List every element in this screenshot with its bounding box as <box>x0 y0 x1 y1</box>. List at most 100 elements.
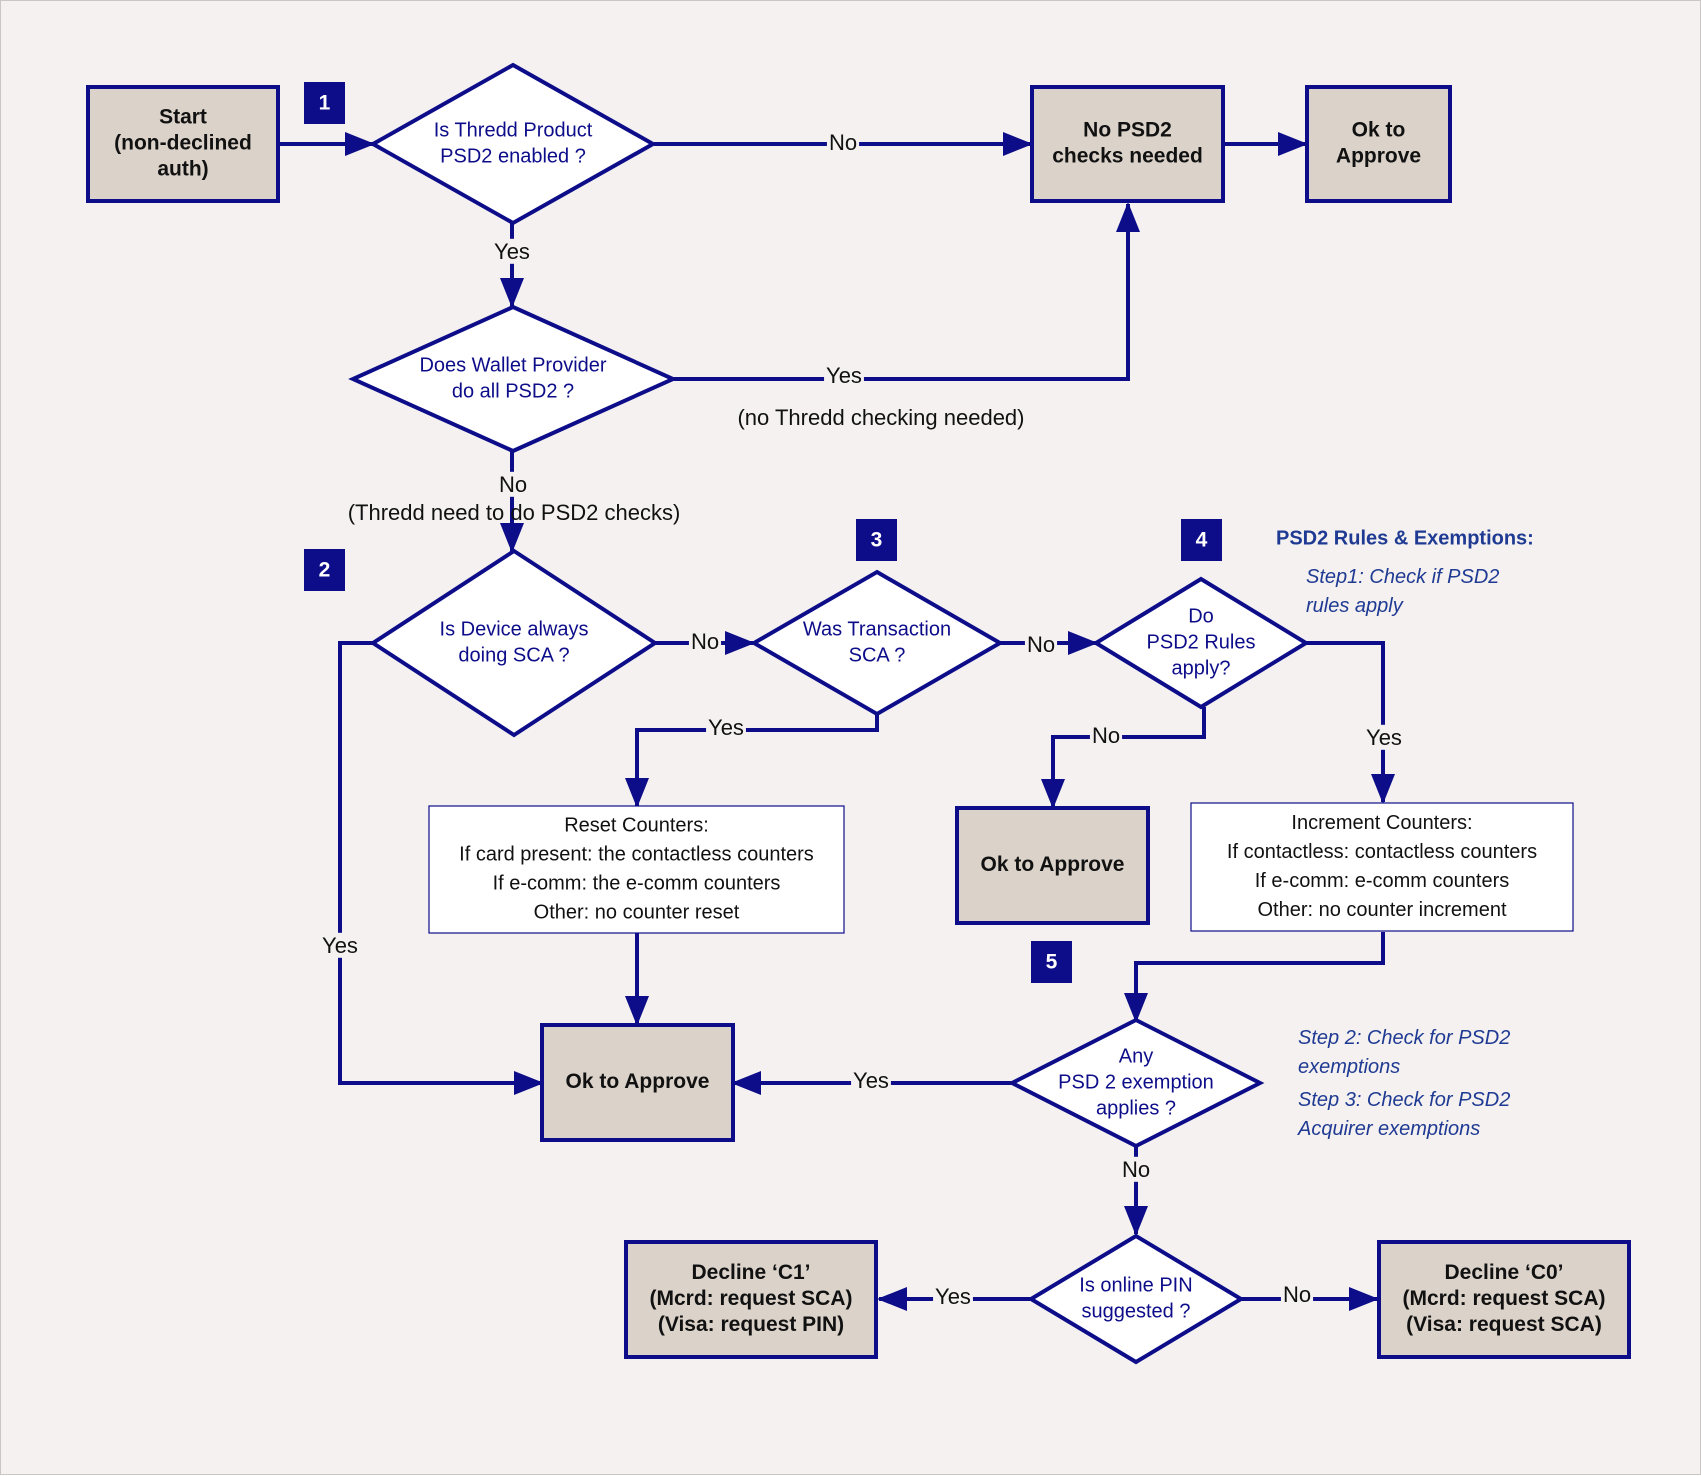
reset-counters-box-text-line: Reset Counters: <box>564 814 709 836</box>
edge-increment-to-q5 <box>1124 932 1385 1023</box>
label-wallet-no-note-group: (Thredd need to do PSD2 checks) <box>348 500 681 525</box>
step1-note: Step1: Check if PSD2 rules apply <box>1306 566 1499 617</box>
label-q1-yes-group: Yes <box>492 238 532 264</box>
step1-note-line: rules apply <box>1306 595 1404 617</box>
decline-c1-box-text-line: (Mcrd: request SCA) <box>649 1287 852 1310</box>
step-badge-1: 1 <box>304 82 345 124</box>
ok-to-approve-top-box-shape <box>1305 85 1452 203</box>
transaction-sca-decision-text-line: SCA ? <box>849 644 906 666</box>
step-badge-5-number: 5 <box>1046 951 1058 974</box>
ok-to-approve-main-box-shape <box>540 1023 735 1142</box>
step-badge-4-number: 4 <box>1196 529 1208 552</box>
decline-c0-box: Decline ‘C0’ (Mcrd: request SCA) (Visa: re… <box>1377 1240 1631 1359</box>
increment-counters-box-text: Increment Counters:If contactless: conta… <box>1227 812 1537 921</box>
ok-to-approve-mid-box-text-line: Ok to Approve <box>981 853 1125 876</box>
device-sca-decision-text-line: Is Device always <box>440 618 589 640</box>
increment-counters-box-text-line: If contactless: contactless counters <box>1227 841 1537 863</box>
label-q1-yes-background <box>492 238 532 264</box>
label-q3-yes: Yes <box>708 715 744 740</box>
label-q1-no: No <box>829 130 857 155</box>
ok-to-approve-top-box-text-line: Approve <box>1336 145 1421 168</box>
label-q4-yes-background <box>1364 724 1404 750</box>
step2-note-line: exemptions <box>1298 1056 1400 1078</box>
label-q4-no: No <box>1092 723 1120 748</box>
transaction-sca-decision-shape <box>749 569 1005 717</box>
label-q5-yes: Yes <box>853 1068 889 1093</box>
label-q1-yes: Yes <box>494 239 530 264</box>
label-q3-yes-group: Yes <box>706 714 746 740</box>
online-pin-decision-shape <box>1027 1233 1245 1365</box>
reset-counters-box-text-line: If card present: the contactless counter… <box>459 843 814 865</box>
exemption-decision-text-line: PSD 2 exemption <box>1058 1071 1214 1093</box>
psd2-rules-decision-text-line: Do <box>1188 605 1214 627</box>
psd2-enabled-decision-shape <box>368 62 658 226</box>
online-pin-decision-text-line: suggested ? <box>1082 1300 1191 1322</box>
label-q2-yes: Yes <box>322 933 358 958</box>
label-q5-yes-background <box>851 1067 891 1093</box>
label-wallet-no: No <box>499 472 527 497</box>
increment-counters-box-text-line: Other: no counter increment <box>1257 899 1506 921</box>
label-q5-no-background <box>1119 1156 1153 1182</box>
label-q5-no-group: No <box>1119 1156 1153 1182</box>
psd2-rules-decision-text-line: PSD2 Rules <box>1147 631 1256 653</box>
reset-counters-box-shape <box>428 805 845 934</box>
ok-to-approve-top-box-text-line: Ok to <box>1352 119 1406 142</box>
label-wallet-yes-note: (no Thredd checking needed) <box>737 405 1024 430</box>
step-badge-1-number: 1 <box>319 92 331 115</box>
rules-exemptions-title: PSD2 Rules & Exemptions: <box>1276 527 1534 549</box>
exemption-decision-text-line: Any <box>1119 1045 1153 1067</box>
label-pin-yes-group: Yes <box>933 1283 973 1309</box>
start-box-text-line: auth) <box>157 158 208 181</box>
step1-note-line: Step1: Check if PSD2 <box>1306 566 1499 588</box>
step-badge-2: 2 <box>304 549 345 591</box>
label-q4-yes-group: Yes <box>1364 724 1404 750</box>
label-q2-yes-group: Yes <box>320 932 360 958</box>
label-q2-no: No <box>691 629 719 654</box>
psd2-rules-decision-text-line: apply? <box>1172 657 1231 679</box>
online-pin-decision-text-line: Is online PIN <box>1079 1274 1192 1296</box>
ok-to-approve-mid-box-text: Ok to Approve <box>981 853 1125 876</box>
step-badge-3-shape <box>856 519 897 561</box>
reset-counters-box-text: Reset Counters: If card present: the cont… <box>459 814 814 923</box>
label-q5-no: No <box>1122 1157 1150 1182</box>
decline-c0-box-text-line: Decline ‘C0’ <box>1444 1261 1563 1284</box>
step-badge-3: 3 <box>856 519 897 561</box>
psd2-enabled-decision-text-line: Is Thredd Product <box>434 119 593 141</box>
decline-c0-box-shape <box>1377 1240 1631 1359</box>
edge-wallet-yes <box>673 202 1140 381</box>
decline-c1-box-text-line: (Visa: request PIN) <box>658 1313 844 1336</box>
step-badge-3-number: 3 <box>871 529 883 552</box>
label-pin-no: No <box>1283 1282 1311 1307</box>
no-psd2-checks-box-text-line: No PSD2 <box>1083 119 1172 142</box>
wallet-provider-decision-shape <box>348 304 678 454</box>
ok-to-approve-mid-box-shape <box>955 806 1150 925</box>
start-box-shape <box>86 85 280 203</box>
decline-c0-box-text-line: (Visa: request SCA) <box>1406 1313 1602 1336</box>
reset-counters-box-text-line: Other: no counter reset <box>534 901 740 923</box>
step3-note-line: Step 3: Check for PSD2 <box>1298 1089 1510 1111</box>
label-wallet-no-background <box>496 471 530 497</box>
increment-counters-box-text-line: If e-comm: e-comm counters <box>1255 870 1510 892</box>
edge-q3-yes <box>625 714 879 808</box>
decline-c1-box-text-line: Decline ‘C1’ <box>691 1261 810 1284</box>
label-q5-yes-group: Yes <box>851 1067 891 1093</box>
decline-c1-box-shape <box>624 1240 878 1359</box>
device-sca-decision-shape <box>369 548 659 738</box>
label-q2-no-group: No <box>688 628 722 654</box>
decline-c0-box-text-line: (Mcrd: request SCA) <box>1402 1287 1605 1310</box>
label-q4-no-background <box>1089 722 1123 748</box>
